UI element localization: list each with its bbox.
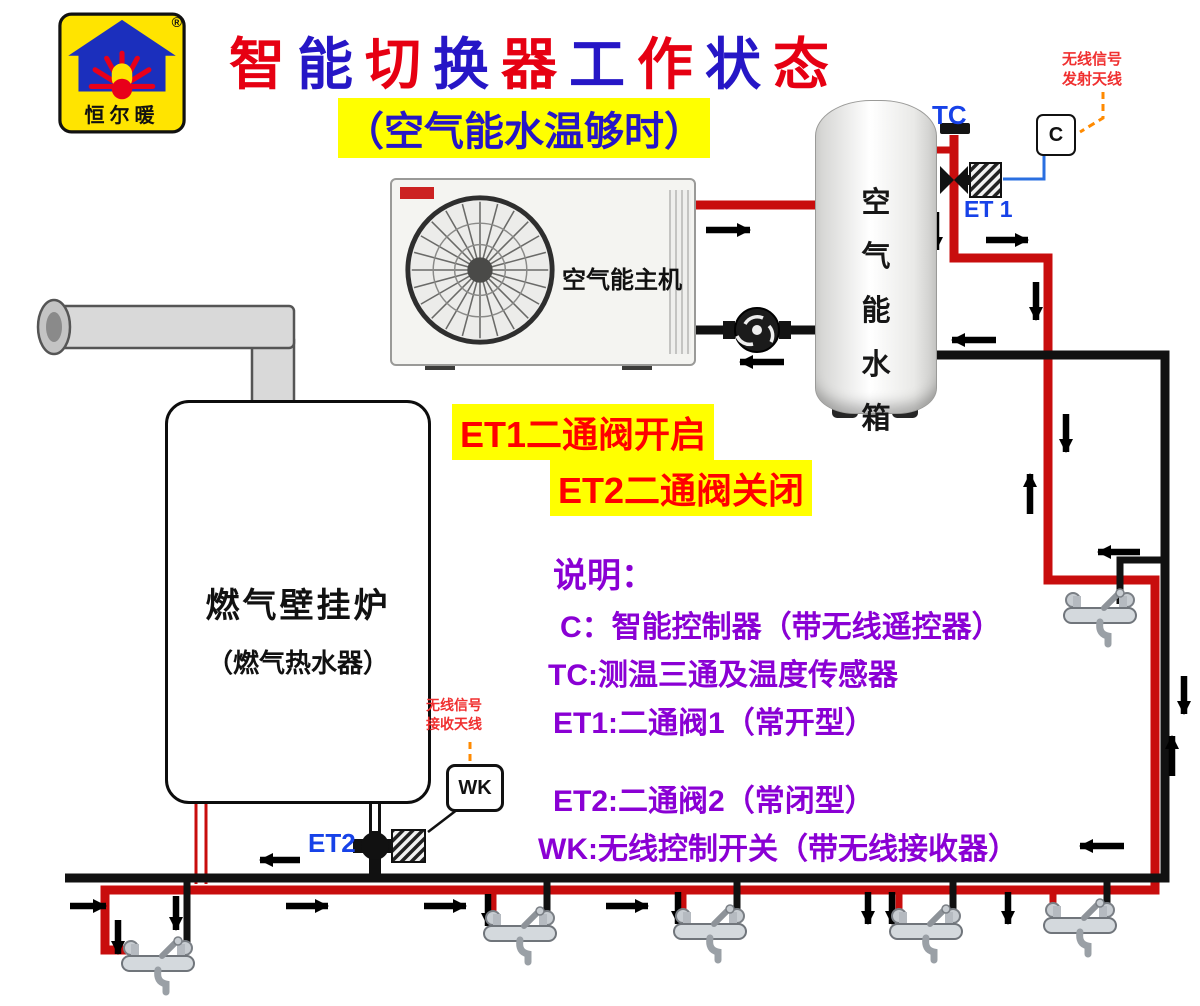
signal-dash-line — [1079, 92, 1105, 134]
gas-boiler: 燃气壁挂炉 （燃气热水器） — [165, 400, 431, 804]
title-char: 换 — [433, 33, 501, 96]
circulation-pump-icon — [723, 307, 791, 353]
faucet-icon — [122, 937, 194, 992]
faucet-icon — [1064, 589, 1136, 644]
rx-antenna-line: 接收天线 — [426, 715, 482, 732]
boiler-subtitle: （燃气热水器） — [206, 648, 389, 678]
flue-pipe-icon — [36, 298, 296, 406]
house-logo-icon — [58, 12, 186, 134]
controller-box: C — [1036, 114, 1076, 156]
tank-label-char: 箱 — [861, 403, 891, 435]
tank-label-char: 气 — [861, 241, 891, 273]
title-char: 智 — [229, 33, 297, 96]
legend-heading: 说明： — [553, 557, 655, 595]
control-wire-line — [1003, 152, 1046, 181]
tank-label-char: 能 — [861, 295, 891, 327]
faucet-icon — [1044, 899, 1116, 954]
tx-antenna-note: 无线信号 发射天线 — [1062, 50, 1122, 91]
title-char: 作 — [637, 33, 705, 96]
heat-pump-unit: 空气能主机 — [390, 178, 696, 366]
faucet-icon — [890, 905, 962, 960]
wk-box: WK — [446, 764, 504, 812]
heat-pump-label: 空气能主机 — [562, 267, 682, 294]
title-char: 器 — [501, 33, 569, 96]
legend-item: C：智能控制器（带无线遥控器） — [560, 611, 1002, 644]
status-line-1: ET1二通阀开启 — [452, 404, 715, 460]
tank-label-char: 空 — [861, 187, 891, 219]
tc-label: TC — [932, 100, 967, 130]
hot-pipe-run — [100, 135, 1160, 955]
et2-label: ET2 — [308, 828, 356, 858]
rx-antenna-note: 无线信号 接收天线 — [426, 696, 482, 734]
legend-item: ET2:二通阀2（常闭型） — [553, 785, 875, 818]
main-title: 智能切换器工作状态 — [195, 20, 875, 101]
fan-icon — [405, 195, 555, 345]
et1-label: ET 1 — [964, 196, 1013, 222]
faucet-icon — [674, 905, 746, 960]
legend-item: WK:无线控制开关（带无线接收器） — [538, 833, 1018, 866]
title-char: 状 — [705, 33, 773, 96]
tx-antenna-line: 发射天线 — [1062, 71, 1123, 89]
et1-valve-icon — [940, 123, 1002, 198]
brand-name: 恒尔暖 — [84, 105, 160, 127]
tank-label: 空 气 能 水 箱 — [816, 179, 936, 437]
status-line-2: ET2二通阀关闭 — [550, 460, 813, 516]
rx-antenna-line: 无线信号 — [426, 697, 482, 713]
subtitle: （空气能水温够时） — [338, 98, 710, 158]
brand-logo: ® 恒尔暖 — [58, 12, 186, 134]
water-tank: 空 气 能 水 箱 — [815, 100, 937, 435]
faucet-icon — [484, 907, 556, 962]
boiler-title: 燃气壁挂炉 — [205, 587, 391, 625]
flow-arrow-icons — [70, 212, 1191, 955]
title-char: 工 — [569, 33, 637, 96]
title-char: 能 — [297, 33, 365, 96]
legend-item: ET1:二通阀1（常开型） — [553, 707, 875, 740]
unit-grille — [669, 190, 691, 354]
title-char: 切 — [365, 33, 433, 96]
tank-label-char: 水 — [861, 349, 891, 381]
registered-mark: ® — [171, 14, 182, 30]
et2-valve-icon — [353, 829, 426, 863]
title-char: 态 — [773, 33, 841, 96]
unit-sticker — [400, 187, 434, 199]
legend-item: TC:测温三通及温度传感器 — [548, 659, 898, 692]
tx-antenna-line: 无线信号 — [1062, 51, 1123, 68]
